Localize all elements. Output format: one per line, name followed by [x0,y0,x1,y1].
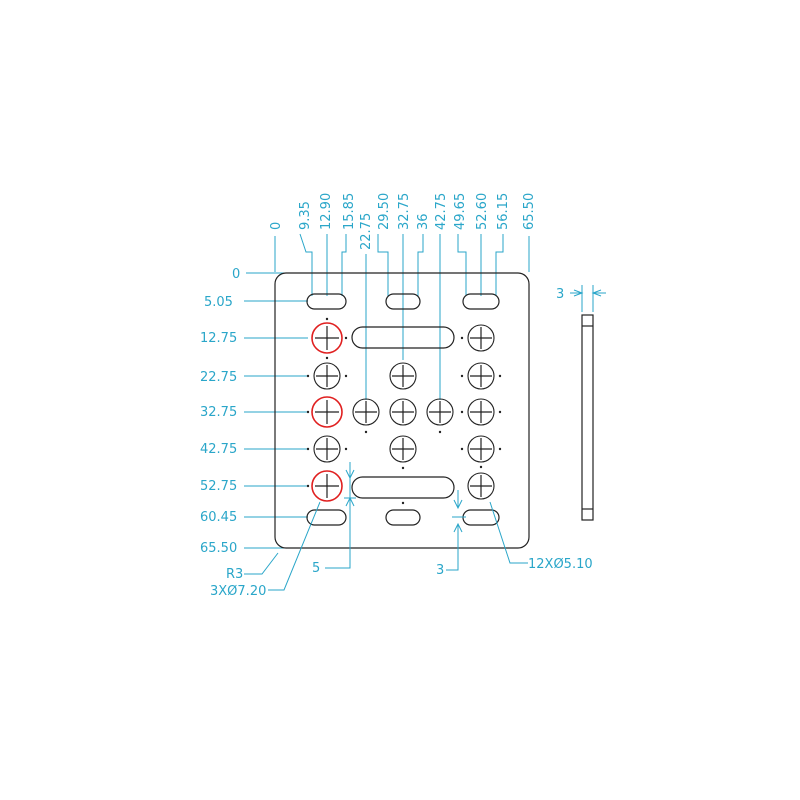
small-hole [389,362,417,390]
small-hole-label: 12XØ5.10 [528,557,593,572]
top-extension-lines [274,233,530,400]
small-hole [426,398,454,426]
slot-top-left [306,293,347,310]
large-hole-label: 3XØ7.20 [210,584,266,599]
small-hole [467,435,495,463]
side-view-plate [581,314,594,521]
radius-label: R3 [226,567,243,582]
large-hole [311,322,343,354]
large-hole-callout: 3XØ7.20 [210,501,321,599]
left-extension-lines [244,272,308,549]
slot-offset-label: 5 [312,561,320,576]
slot-large-bottom [351,476,455,499]
left-dim-8: 65.50 [200,541,237,556]
slot-large-top [351,326,455,349]
top-dim-1: 9.35 [298,201,313,230]
edge-offset-dimension: 3 [436,490,466,578]
plate-outline [274,272,530,549]
left-dim-0: 0 [232,267,240,282]
small-hole [313,435,341,463]
small-holes [313,324,495,500]
small-hole-callout: 12XØ5.10 [489,501,593,572]
top-dim-7: 36 [416,213,431,230]
small-hole [352,398,380,426]
small-hole [467,398,495,426]
left-dim-3: 22.75 [200,370,237,385]
top-dim-2: 12.90 [319,193,334,230]
small-hole [467,324,495,352]
side-view: 3 [556,285,606,521]
slot-top-center [385,293,421,310]
small-hole [467,472,495,500]
top-dim-12: 65.50 [522,193,537,230]
top-dim-8: 42.75 [434,193,449,230]
top-dim-9: 49.65 [453,193,468,230]
left-dim-6: 52.75 [200,479,237,494]
top-dimensions: 0 9.35 12.90 15.85 22.75 29.50 32.75 36 … [269,193,537,250]
small-hole [389,435,417,463]
slot-bottom-center [385,509,421,526]
top-dim-11: 56.15 [496,193,511,230]
large-holes [311,322,343,502]
top-dim-3: 15.85 [342,193,357,230]
large-hole [311,470,343,502]
side-thickness-label: 3 [556,287,564,302]
left-dimensions: 0 5.05 12.75 22.75 32.75 42.75 52.75 60.… [200,267,240,556]
top-dim-4: 22.75 [359,213,374,250]
small-hole [389,398,417,426]
top-dim-5: 29.50 [377,193,392,230]
top-dim-10: 52.60 [475,193,490,230]
slot-top-right [462,293,500,310]
left-dim-1: 5.05 [204,295,233,310]
top-dim-0: 0 [269,222,284,230]
left-dim-7: 60.45 [200,510,237,525]
large-slots [351,326,455,499]
edge-offset-label: 3 [436,563,444,578]
radius-callout: R3 [226,552,279,582]
slot-offset-dimension: 5 [312,462,356,576]
top-dim-6: 32.75 [397,193,412,230]
small-hole [313,362,341,390]
large-hole [311,396,343,428]
small-hole [467,362,495,390]
left-dim-4: 32.75 [200,405,237,420]
left-dim-5: 42.75 [200,442,237,457]
small-slots [306,293,500,526]
left-dim-2: 12.75 [200,331,237,346]
slot-bottom-left [306,509,347,526]
center-marks [306,317,502,505]
